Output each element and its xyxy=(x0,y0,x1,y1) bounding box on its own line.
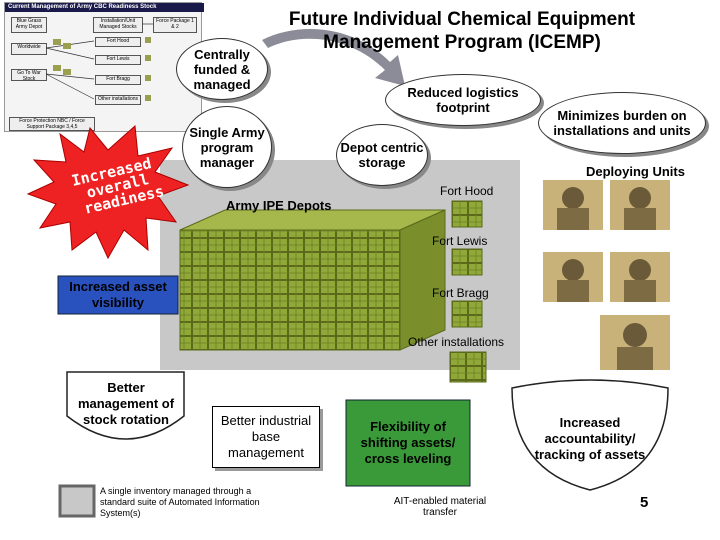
crate-stack-fort-bragg xyxy=(451,300,483,328)
inset-box: Force Package 1 & 2 xyxy=(153,17,197,33)
page-number: 5 xyxy=(640,494,649,511)
soldier-image xyxy=(610,252,670,302)
minimizes-burden-callout: Minimizes burden on installations and un… xyxy=(538,92,706,154)
inset-box: Force Protection NBC / Force Support Pac… xyxy=(9,117,95,131)
industrial-base-box: Better industrial base management xyxy=(212,406,320,468)
inset-box: Other installations xyxy=(95,95,141,105)
ait-note: AIT-enabled material transfer xyxy=(393,496,487,518)
depot-centric-callout: Depot centric storage xyxy=(336,124,428,186)
inset-box: Fort Hood xyxy=(95,37,141,47)
ais-note: A single inventory managed through a sta… xyxy=(100,486,260,518)
inset-box: Blue Grass Army Depot xyxy=(11,17,47,33)
soldier-image xyxy=(543,252,603,302)
depot-stack-side xyxy=(399,209,446,351)
crate-stack-other xyxy=(449,351,487,383)
inset-box: Go To War Stock xyxy=(11,69,47,82)
other-installations-label: Other installations xyxy=(408,335,505,349)
accountability-shield xyxy=(511,379,669,491)
reduced-logistics-callout: Reduced logistics footprint xyxy=(385,74,541,126)
page-title: Future Individual Chemical Equipment Man… xyxy=(288,9,636,53)
fort-lewis-label: Fort Lewis xyxy=(432,234,488,248)
soldier-image xyxy=(543,180,603,230)
inset-header: Current Management of Army CBC Readiness… xyxy=(5,3,204,12)
current-management-inset: Current Management of Army CBC Readiness… xyxy=(4,2,204,132)
depot-stack-front xyxy=(179,229,401,351)
asset-visibility-box: Increased asset visibility xyxy=(69,279,167,310)
flexibility-box: Flexibility of shifting assets/ cross le… xyxy=(360,419,456,466)
depot-stack-top xyxy=(179,209,446,231)
inset-box: Fort Bragg xyxy=(95,75,141,85)
soldier-image xyxy=(610,180,670,230)
accountability-box: Increased accountability/ tracking of as… xyxy=(534,415,646,462)
flexibility-box-bg xyxy=(345,399,471,487)
inset-box: Fort Lewis xyxy=(95,55,141,65)
legend-swatch xyxy=(58,484,96,518)
crate-stack-fort-lewis xyxy=(451,248,483,276)
inset-arrows xyxy=(45,23,153,101)
stock-rotation-shield xyxy=(66,371,185,440)
deploying-units-label: Deploying Units xyxy=(586,164,685,179)
readiness-burst xyxy=(26,124,190,260)
inset-box: Installation/Unit Managed Stocks xyxy=(93,17,143,33)
fort-hood-label: Fort Hood xyxy=(440,184,494,198)
fort-bragg-label: Fort Bragg xyxy=(432,286,489,300)
curved-arrow xyxy=(262,29,405,86)
centrally-funded-callout: Centrally funded & managed xyxy=(176,38,268,100)
asset-visibility-box-bg xyxy=(57,275,179,315)
army-ipe-depots-label: Army IPE Depots xyxy=(226,198,332,213)
single-manager-callout: Single Army program manager xyxy=(182,106,272,188)
stock-rotation-box: Better management of stock rotation xyxy=(77,380,175,427)
soldier-image xyxy=(600,315,670,370)
inset-box: Worldwide xyxy=(11,43,47,55)
crate-stack-fort-hood xyxy=(451,200,483,228)
